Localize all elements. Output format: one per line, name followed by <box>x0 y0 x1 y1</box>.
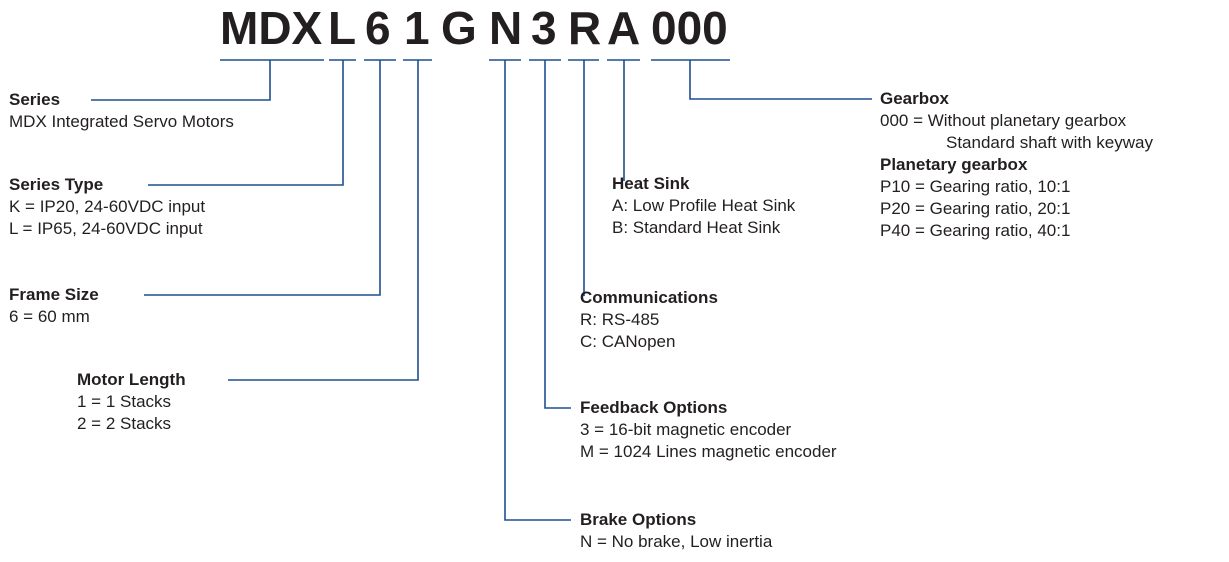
leader-motor-length <box>228 60 419 381</box>
code-gearbox: 000 <box>651 2 728 54</box>
section-series-type: Series Type K = IP20, 24-60VDC input L =… <box>9 174 205 240</box>
series-title: Series <box>9 90 61 109</box>
planetary-gearbox-line: P40 = Gearing ratio, 40:1 <box>880 221 1071 240</box>
gearbox-title: Gearbox <box>880 89 949 108</box>
motor-length-title: Motor Length <box>77 370 186 389</box>
code-motor-length: 1 <box>404 2 430 54</box>
heat-sink-line: A: Low Profile Heat Sink <box>612 196 796 215</box>
leader-frame-size <box>144 60 381 296</box>
code-reserved: G <box>441 2 477 54</box>
motor-length-line: 2 = 2 Stacks <box>77 414 172 433</box>
section-communications: Communications R: RS-485 C: CANopen <box>580 287 718 353</box>
brake-options-line: N = No brake, Low inertia <box>580 532 773 551</box>
code-series-type: L <box>328 2 357 54</box>
series-type-line: K = IP20, 24-60VDC input <box>9 197 206 216</box>
communications-title: Communications <box>580 288 718 307</box>
gearbox-line: 000 = Without planetary gearbox <box>880 111 1127 130</box>
leader-feedback <box>544 60 571 409</box>
section-gearbox: Gearbox 000 = Without planetary gearbox … <box>880 88 1153 242</box>
planetary-gearbox-title: Planetary gearbox <box>880 155 1028 174</box>
brake-options-title: Brake Options <box>580 510 697 529</box>
leader-brake <box>504 60 571 521</box>
leader-gearbox <box>689 60 872 100</box>
code-heat-sink: A <box>607 2 641 54</box>
feedback-options-line: M = 1024 Lines magnetic encoder <box>580 442 837 461</box>
section-series: Series MDX Integrated Servo Motors <box>9 89 234 133</box>
section-heat-sink: Heat Sink A: Low Profile Heat Sink B: St… <box>612 173 795 239</box>
leader-series-type <box>148 60 344 186</box>
feedback-options-title: Feedback Options <box>580 398 728 417</box>
frame-size-title: Frame Size <box>9 285 99 304</box>
planetary-gearbox-line: P10 = Gearing ratio, 10:1 <box>880 177 1071 196</box>
series-line: MDX Integrated Servo Motors <box>9 112 234 131</box>
connector-group <box>91 59 872 521</box>
section-feedback-options: Feedback Options 3 = 16-bit magnetic enc… <box>580 397 837 463</box>
communications-line: R: RS-485 <box>580 310 660 329</box>
series-type-line: L = IP65, 24-60VDC input <box>9 219 203 238</box>
frame-size-line: 6 = 60 mm <box>9 307 90 326</box>
series-type-title: Series Type <box>9 175 104 194</box>
planetary-gearbox-line: P20 = Gearing ratio, 20:1 <box>880 199 1071 218</box>
section-brake-options: Brake Options N = No brake, Low inertia <box>580 509 772 553</box>
communications-line: C: CANopen <box>580 332 676 351</box>
heat-sink-line: B: Standard Heat Sink <box>612 218 781 237</box>
feedback-options-line: 3 = 16-bit magnetic encoder <box>580 420 792 439</box>
section-motor-length: Motor Length 1 = 1 Stacks 2 = 2 Stacks <box>77 369 186 435</box>
code-brake: N <box>489 2 523 54</box>
section-frame-size: Frame Size 6 = 60 mm <box>9 284 99 328</box>
gearbox-line: Standard shaft with keyway <box>946 133 1153 152</box>
code-feedback: 3 <box>531 2 557 54</box>
code-frame-size: 6 <box>365 2 391 54</box>
code-series: MDX <box>220 2 323 54</box>
leader-series <box>91 60 271 101</box>
code-communications: R <box>568 2 602 54</box>
motor-length-line: 1 = 1 Stacks <box>77 392 172 411</box>
heat-sink-title: Heat Sink <box>612 174 690 193</box>
